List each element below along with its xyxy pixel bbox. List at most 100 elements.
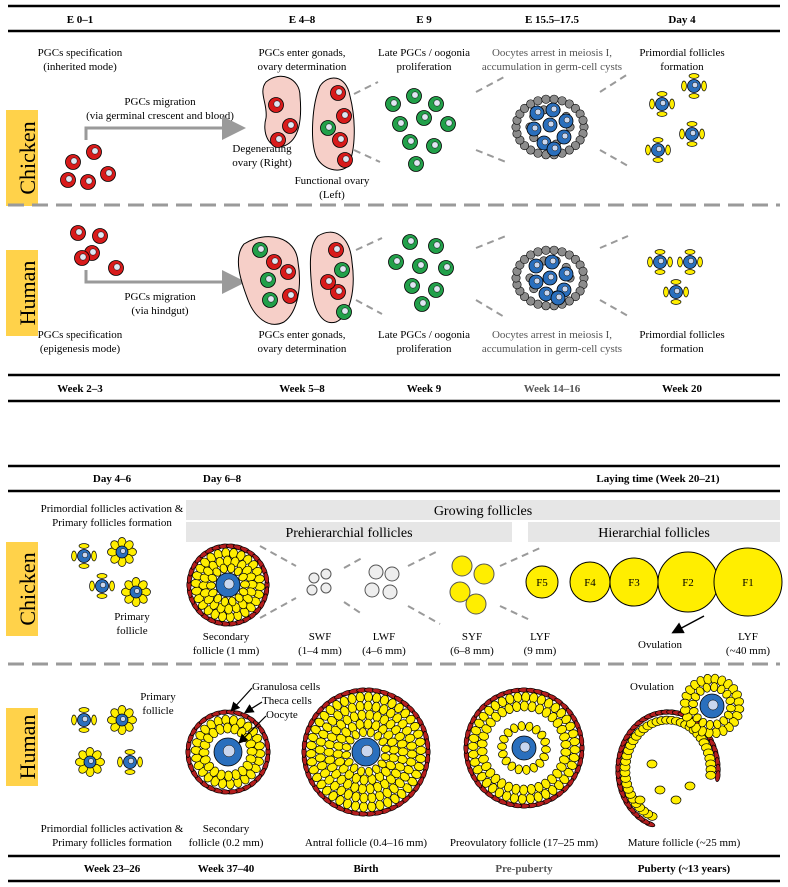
primordial-follicle-granulosa: [71, 550, 77, 562]
bc-lyf-1: LYF: [530, 631, 550, 643]
granulosa-cell: [467, 741, 479, 751]
primordial-follicle-granulosa: [652, 157, 664, 163]
cumulus-cell: [698, 717, 707, 728]
bh-antral: Antral follicle (0.4–16 mm): [305, 837, 428, 849]
stage-day6-8: Day 6–8: [203, 473, 242, 485]
granulosa-cell: [498, 750, 508, 759]
arrested-oocyte-nucleus: [547, 120, 555, 128]
granulosa-cell: [223, 722, 232, 734]
gonad-cell-nucleus: [339, 265, 347, 273]
granulosa-cell: [200, 755, 211, 765]
granulosa-cell: [560, 740, 572, 749]
pgc-cell-nucleus: [89, 248, 97, 256]
pgc-cell-nucleus: [97, 231, 105, 239]
bc-primary-follicles: [71, 537, 151, 607]
primordial-follicle-granulosa: [699, 128, 705, 140]
h-connectors: [355, 235, 629, 319]
granulosa-cell: [540, 737, 550, 746]
primordial-follicle-granulosa: [91, 550, 97, 562]
gonad-cell-nucleus: [285, 267, 293, 275]
c-late-1: Late PGCs / oogonia: [378, 47, 470, 59]
oogonia-cell-nucleus: [325, 123, 333, 131]
primordial-follicle-oocyte-nucleus: [82, 716, 88, 722]
gonad-cell-nucleus: [267, 295, 275, 303]
hierarchial-follicle: [525, 565, 559, 599]
oogonia-cell-nucleus: [433, 99, 441, 107]
c-gonad-2: ovary determination: [258, 61, 347, 73]
h-primordial-2: formation: [660, 343, 704, 355]
arrested-oocyte-nucleus: [547, 273, 555, 281]
granulosa-cell: [355, 701, 365, 712]
primordial-follicle-granulosa: [683, 286, 689, 298]
primordial-follicle-granulosa: [117, 756, 123, 768]
bc-primary-2: follicle: [116, 625, 147, 637]
granulosa-cell: [519, 784, 528, 796]
cyst-cell: [570, 141, 580, 151]
cyst-cell: [526, 145, 536, 155]
granulosa-cell: [207, 574, 218, 583]
granulosa-cell: [520, 700, 529, 712]
primordial-follicle-granulosa: [688, 73, 700, 79]
c-pgc-spec-2: (inherited mode): [43, 61, 117, 73]
primordial-follicle-granulosa: [686, 141, 698, 147]
bh-theca: Theca cells: [262, 695, 312, 707]
granulosa-cell: [513, 692, 523, 703]
granulosa-cell: [358, 783, 367, 795]
granulosa-cell: [517, 721, 526, 731]
granulosa-cell: [363, 718, 373, 730]
granulosa-cell: [380, 752, 391, 761]
c-migration-2: (via germinal crescent and blood): [86, 110, 234, 122]
c-func-1: Functional ovary: [295, 175, 370, 187]
pgc-cell-nucleus: [75, 228, 83, 236]
granulosa-cell: [510, 723, 519, 733]
bc-lwf-1: LWF: [373, 631, 395, 643]
primordial-follicle-granulosa: [667, 256, 673, 268]
primordial-follicle-granulosa: [684, 249, 696, 255]
granulosa-cell: [238, 572, 248, 582]
primordial-follicle-granulosa: [649, 98, 655, 110]
arrested-oocyte-nucleus: [541, 138, 549, 146]
gonad-cell-nucleus: [257, 245, 265, 253]
arrested-oocyte-nucleus: [563, 116, 571, 124]
granulosa-cell: [705, 770, 717, 780]
bh-granulosa-arrow: [230, 687, 253, 712]
cyst-cell: [533, 96, 543, 106]
human-tag-bottom: [6, 708, 38, 786]
primordial-follicle-granulosa: [96, 573, 108, 579]
syf-follicle: [449, 581, 471, 603]
pgc-cell-nucleus: [341, 111, 349, 119]
pgc-cell-nucleus: [79, 253, 87, 261]
primordial-follicle-granulosa: [670, 299, 682, 305]
granulosa-cell: [363, 700, 373, 712]
pgc-cell-nucleus: [65, 175, 73, 183]
granulosa-cell: [359, 801, 368, 813]
stage-puberty: Puberty (~13 years): [638, 863, 731, 875]
granulosa-cell: [476, 747, 488, 756]
granulosa-cell: [529, 763, 538, 773]
granulosa-cell: [654, 785, 666, 795]
arrested-oocyte-nucleus: [549, 257, 557, 265]
h-cells: [70, 225, 703, 320]
granulosa-cell: [535, 758, 545, 768]
primordial-follicle-granulosa: [124, 769, 136, 775]
bh-ovulation: Ovulation: [630, 681, 674, 693]
bh-preovulatory: Preovulatory follicle (17–25 mm): [450, 837, 598, 849]
granulosa-cell: [532, 725, 541, 735]
growing-band: [186, 500, 780, 520]
arrested-oocyte-nucleus: [555, 293, 563, 301]
granulosa-cell: [537, 730, 547, 740]
gonad-cell-nucleus: [325, 277, 333, 285]
primordial-follicle-oocyte-nucleus: [690, 130, 696, 136]
granulosa-cell: [200, 557, 211, 568]
primordial-follicle-granulosa: [96, 593, 108, 599]
bc-connectors: [259, 545, 541, 625]
hierarchial-label: F3: [628, 577, 640, 589]
primordial-follicle-granulosa: [656, 91, 668, 97]
granulosa-cell: [220, 596, 229, 607]
primordial-follicle-granulosa: [701, 80, 707, 92]
h-late-2: proliferation: [397, 343, 452, 355]
c-cells: [60, 73, 707, 190]
bh-mature-follicle: [615, 673, 745, 828]
bc-lyf40-1: LYF: [738, 631, 758, 643]
bh-oocyte-arrow: [238, 715, 267, 744]
